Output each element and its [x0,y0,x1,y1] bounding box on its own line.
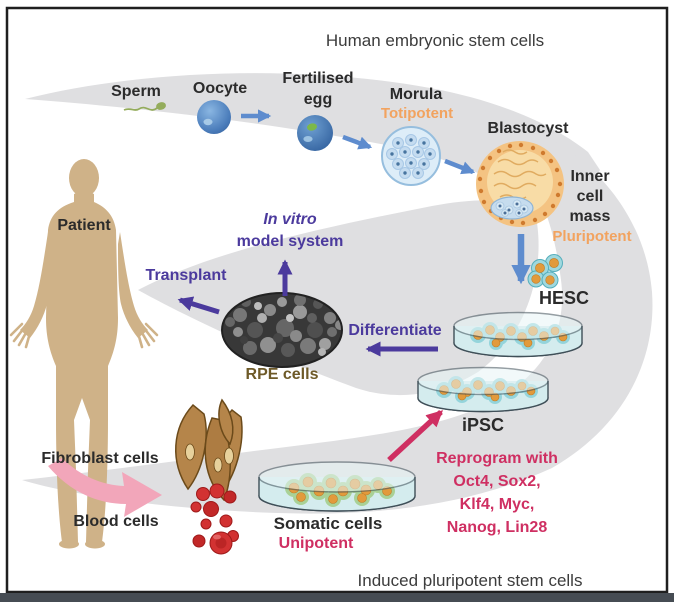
patient-head [69,159,99,197]
label-inner-cell-mass-line3: mass [569,208,611,225]
fibroblast-cells-icon [175,398,243,502]
sperm-icon [123,102,166,111]
lineage-arrows [241,109,531,285]
label-fertilised-egg-line1: Fertilised [282,70,354,87]
label-in-vitro: In vitro [263,211,317,228]
label-pluripotent: Pluripotent [552,228,632,245]
morula-icon [381,126,441,186]
arrow-egg-to-morula [342,134,373,150]
label-rpe-cells: RPE cells [245,366,319,383]
label-ipsc: iPSC [461,415,504,435]
label-inner-cell-mass-line1: Inner [570,168,610,185]
label-totipotent: Totipotent [380,105,454,122]
patient-left-arm [20,232,50,338]
label-model-system: model system [236,233,344,250]
patient-body [46,191,118,542]
bottom-strip [0,593,674,602]
title-ipsc: Induced pluripotent stem cells [357,571,583,590]
label-blood-cells: Blood cells [73,513,159,530]
label-fibroblast-cells: Fibroblast cells [41,450,159,467]
label-differentiate: Differentiate [348,322,442,339]
patient-right-hand [136,322,159,349]
label-reprogram-line4: Nanog, Lin28 [446,519,548,536]
patient-right-foot [85,539,105,549]
hesc-dish [453,311,583,358]
pink-arrow [48,458,162,517]
arrow-morula-to-blastocyst [444,158,476,175]
blood-cells-icon [190,483,239,555]
label-morula: Morula [389,86,443,103]
fertilised-egg-icon [297,115,333,151]
inner-cell-mass-icon [490,196,534,220]
arrow-transplant [177,296,220,315]
label-inner-cell-mass-line2: cell [576,188,604,205]
label-transplant: Transplant [145,267,227,284]
label-patient: Patient [57,217,111,234]
label-reprogram-line3: Klf4, Myc, [459,496,535,513]
label-blastocyst: Blastocyst [487,120,569,137]
label-unipotent: Unipotent [278,535,354,552]
patient-left-foot [59,539,79,549]
purple-arrows [177,259,438,357]
oocyte-icon [197,100,231,134]
swoosh-ribbon [22,73,653,514]
label-hesc: HESC [538,288,589,308]
label-sperm: Sperm [111,83,161,100]
rpe-cells-image [221,292,343,368]
cell-cluster-icon [527,254,563,289]
arrow-reprogram [387,409,444,463]
label-fertilised-egg-line2: egg [303,91,333,108]
label-oocyte: Oocyte [192,80,248,97]
patient-figure [9,159,159,549]
figure-border [5,6,669,594]
patient-right-arm [118,232,148,338]
patient-left-hand [9,322,32,349]
blastocyst-icon [476,141,564,227]
title-hesc: Human embryonic stem cells [325,31,545,50]
label-somatic-cells: Somatic cells [273,514,383,533]
label-reprogram-line2: Oct4, Sox2, [453,473,541,490]
somatic-cells-dish [258,461,416,512]
label-reprogram-line1: Reprogram with [436,450,558,467]
ipsc-dish [417,366,549,413]
